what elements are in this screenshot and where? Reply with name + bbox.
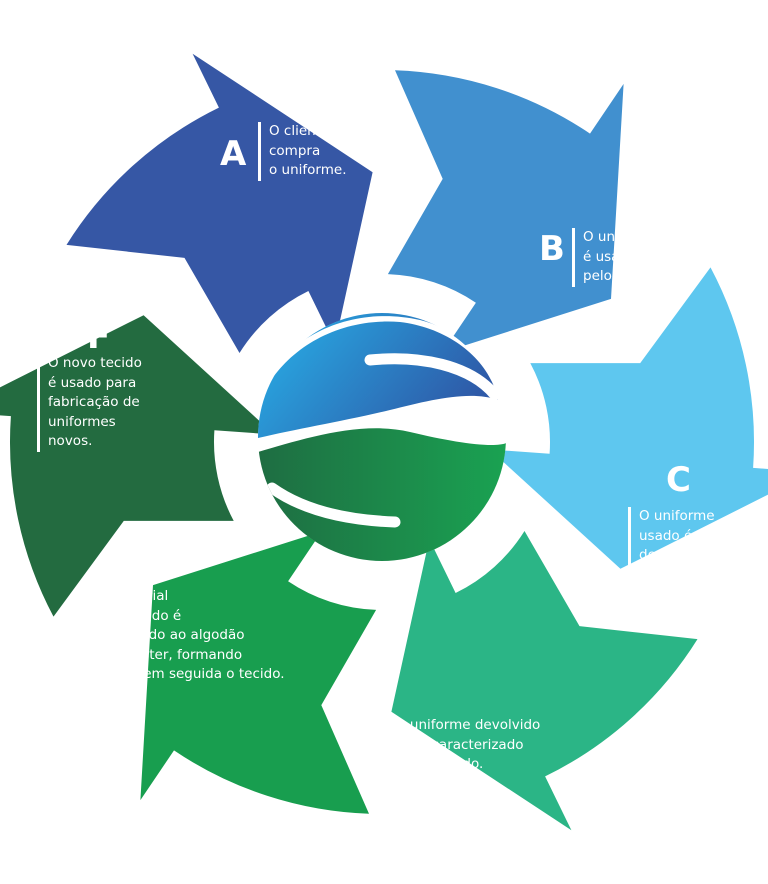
step-d-line: e desfibrado. (395, 756, 484, 772)
step-f-letter: F (87, 317, 111, 357)
step-a-description: O cliente compra o uniforme. (258, 122, 347, 181)
logo-swoosh-bottom (266, 482, 401, 528)
step-f-line: fabricação de (48, 394, 140, 410)
step-b-letter: B (539, 229, 565, 269)
step-a-line: compra (269, 142, 321, 159)
step-c-line: devolvido. (639, 547, 709, 563)
logo-swoosh-top (364, 353, 501, 401)
step-e-line: e poliéster, formando (97, 646, 243, 663)
step-c-line: O uniforme (639, 508, 715, 524)
step-b-line: O uniforme (583, 229, 659, 245)
step-f-line: novos. (48, 433, 93, 449)
step-f-description: O novo tecido é usado para fabricação de… (37, 354, 142, 452)
arrow-step-f (0, 315, 275, 617)
step-f-line: uniformes (48, 413, 116, 430)
step-c-letter: C (666, 460, 691, 500)
step-e-line: O material (97, 588, 169, 604)
step-e-line: o fio e em seguida o tecido. (97, 666, 285, 682)
arrow-step-a (66, 53, 373, 353)
logo-green-body (258, 428, 506, 561)
arrow-step-d (391, 531, 698, 831)
step-c-description: O uniforme usado é devolvido. (628, 507, 715, 566)
step-b-description: O uniforme é usado pelo cliente. (572, 228, 666, 287)
step-a-line: o uniforme. (269, 162, 347, 178)
step-d-line: é descaracterizado (395, 736, 524, 753)
step-a-letter: A (220, 134, 247, 174)
step-a-line: O cliente (269, 123, 330, 139)
step-e-line: desfibrado é (97, 607, 182, 624)
arrow-step-e (140, 531, 377, 814)
step-f-line: é usado para (48, 374, 137, 391)
step-b-line: é usado (583, 248, 637, 265)
step-e-line: misturado ao algodão (97, 627, 245, 643)
arrow-step-c (489, 267, 768, 569)
step-d-line: O uniforme devolvido (395, 717, 541, 733)
arrow-step-b (387, 70, 624, 353)
step-e-letter: E (113, 545, 137, 585)
step-f-line: O novo tecido (48, 355, 142, 371)
step-b-line: pelo cliente. (583, 268, 666, 284)
step-c-line: usado é (639, 527, 693, 544)
step-d-letter: D (347, 730, 376, 770)
logo-blue-body (258, 321, 498, 440)
step-e-description: O material desfibrado é misturado ao alg… (86, 587, 285, 685)
step-d-description: O uniforme devolvido é descaracterizado … (384, 716, 540, 775)
